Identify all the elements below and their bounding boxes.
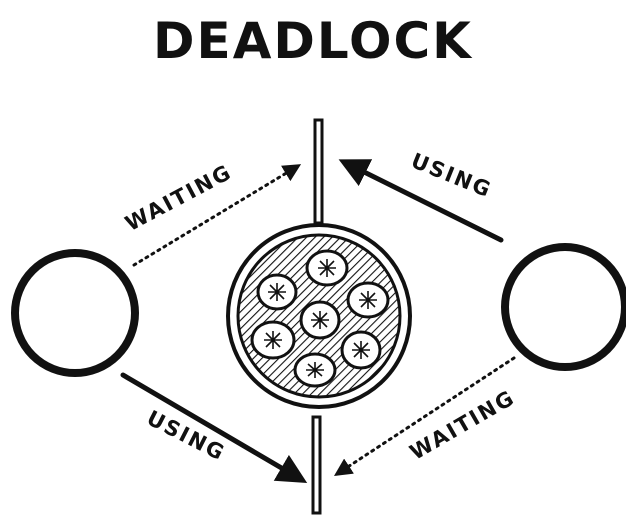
pepperoni-icon <box>348 283 388 317</box>
pepperoni-icon <box>295 354 335 386</box>
pizza-icon <box>228 225 410 407</box>
page-title: DEADLOCK <box>153 12 473 70</box>
pepperoni-icon <box>307 251 347 285</box>
right-process-circle <box>505 247 625 367</box>
pepperoni-icon <box>252 322 294 358</box>
pepperoni-icon <box>301 302 339 338</box>
bottom-fork-icon <box>313 417 320 513</box>
using-label-top-right: USING <box>408 148 496 202</box>
pepperoni-icon <box>342 332 380 368</box>
pepperoni-icon <box>258 275 296 309</box>
waiting-label-top-left: WAITING <box>121 160 236 236</box>
left-process-circle <box>15 253 135 373</box>
waiting-label-bottom-right: WAITING <box>406 385 520 464</box>
top-fork-icon <box>315 120 322 223</box>
